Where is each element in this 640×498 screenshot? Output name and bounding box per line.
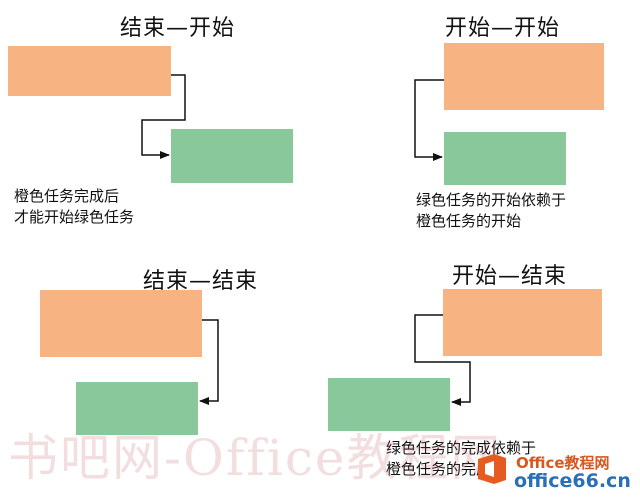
successor-task-bar <box>444 132 566 185</box>
caption-line: 绿色任务的完成依赖于 <box>386 439 537 457</box>
predecessor-task-bar <box>443 289 602 356</box>
panel-title-finish-start: 结束—开始 <box>120 16 236 41</box>
logo-name: Office教程网 <box>516 454 610 472</box>
caption-line: 橙色任务的开始 <box>416 212 522 230</box>
caption-line: 才能开始绿色任务 <box>14 208 135 226</box>
caption-line: 橙色任务的完成 <box>386 460 492 478</box>
panel-title-start-start: 开始—开始 <box>445 16 561 41</box>
predecessor-task-bar <box>444 43 604 110</box>
panel-title-finish-finish: 结束—结束 <box>143 269 259 294</box>
panel-caption-start-start: 绿色任务的开始依赖于 橙色任务的开始 <box>416 190 566 232</box>
caption-line: 绿色任务的开始依赖于 <box>416 191 567 209</box>
panel-title-start-finish: 开始—结束 <box>452 264 568 289</box>
panel-caption-start-finish: 绿色任务的完成依赖于 橙色任务的完成 <box>386 438 536 480</box>
office-logo-icon <box>478 454 506 484</box>
predecessor-task-bar <box>8 46 171 96</box>
panel-caption-finish-start: 橙色任务完成后 才能开始绿色任务 <box>14 186 134 228</box>
watermark-text: 书吧网-Office教程网 <box>8 429 503 487</box>
caption-line: 橙色任务完成后 <box>14 187 120 205</box>
logo-domain: office66.cn <box>514 470 631 492</box>
start-start-arrow <box>414 79 444 161</box>
successor-task-bar <box>76 382 198 435</box>
successor-task-bar <box>171 129 293 183</box>
finish-finish-arrow <box>199 319 219 405</box>
predecessor-task-bar <box>40 290 202 357</box>
